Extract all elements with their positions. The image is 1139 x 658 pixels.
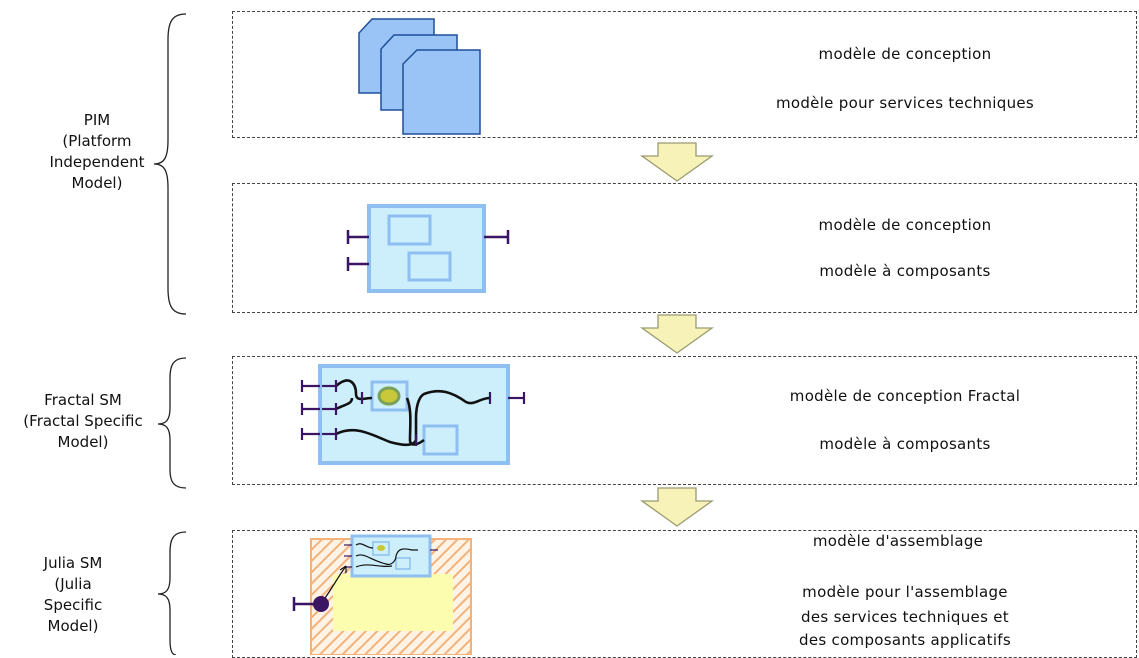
level-label-line: Specific: [43, 596, 103, 614]
level-label-line: Model): [71, 174, 123, 192]
arrow-down-icon: [639, 487, 715, 527]
panel-3-line-1: modèle de conception Fractal: [789, 387, 1021, 405]
panel-4-line-1: modèle d'assemblage: [812, 532, 984, 550]
brace-pim: [153, 13, 187, 315]
level-label-line: (Julia: [54, 575, 92, 593]
fractal-component-icon: [300, 364, 526, 465]
level-label-fractal-sm: Fractal SM (Fractal Specific Model): [23, 390, 142, 453]
brace-julia: [157, 531, 187, 655]
level-label-line: (Fractal Specific: [23, 412, 143, 430]
level-label-line: PIM: [83, 111, 111, 129]
panel-1-line-2: modèle pour services techniques: [775, 94, 1035, 112]
panel-2-line-2: modèle à composants: [819, 262, 991, 280]
panel-pim-services: [232, 11, 1137, 138]
level-label-julia-sm: Julia SM (Julia Specific Model): [44, 553, 103, 637]
panel-4-line-4: des composants applicatifs: [799, 631, 1011, 649]
document-stack-icon: [358, 18, 481, 135]
level-label-line: Model): [47, 617, 99, 635]
panel-2-line-1: modèle de conception: [818, 216, 992, 234]
panel-fractal: [232, 356, 1137, 485]
panel-1-line-1: modèle de conception: [818, 45, 992, 63]
component-diagram-icon: [346, 204, 510, 293]
julia-assembly-icon: [292, 534, 472, 655]
panel-4-line-2: modèle pour l'assemblage: [802, 583, 1008, 601]
level-label-line: (Platform: [62, 132, 132, 150]
panel-3-line-2: modèle à composants: [819, 435, 991, 453]
arrow-down-icon: [639, 142, 715, 182]
panel-4-line-3: des services techniques et: [801, 608, 1009, 626]
brace-fractal: [157, 357, 187, 489]
panel-pim-components: [232, 183, 1137, 313]
level-label-line: Fractal SM: [44, 391, 122, 409]
level-label-pim: PIM (Platform Independent Model): [49, 110, 144, 194]
level-label-line: Model): [57, 433, 109, 451]
level-label-line: Julia SM: [43, 554, 103, 572]
level-label-line: Independent: [49, 153, 145, 171]
arrow-down-icon: [639, 314, 715, 354]
